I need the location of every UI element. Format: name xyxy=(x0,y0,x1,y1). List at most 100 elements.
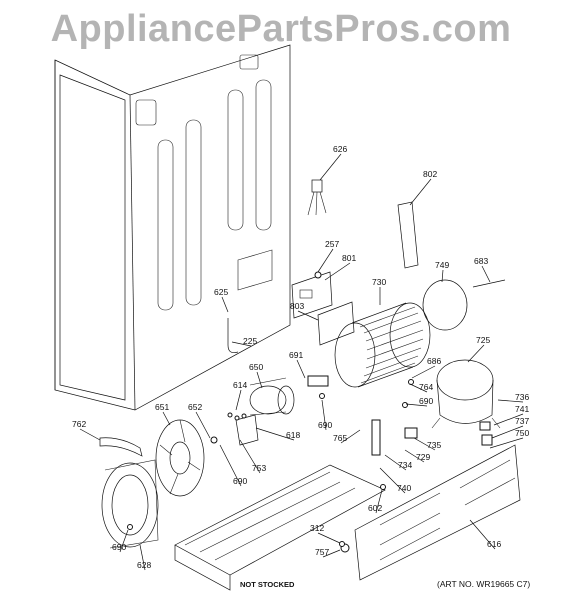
not-stocked-caption: NOT STOCKED xyxy=(240,580,295,589)
part-callout-683: 683 xyxy=(474,256,488,266)
part-callout-801: 801 xyxy=(342,253,356,263)
part-callout-725: 725 xyxy=(476,335,490,345)
fan-shroud xyxy=(101,459,159,549)
leader-line-729 xyxy=(404,449,425,463)
leader-line-741 xyxy=(493,413,524,426)
part-callout-690c: 690 xyxy=(233,476,247,486)
part-callout-628: 628 xyxy=(137,560,151,570)
part-callout-650: 650 xyxy=(249,362,263,372)
leader-line-652 xyxy=(195,411,211,439)
part-callout-257: 257 xyxy=(325,239,339,249)
leader-line-225 xyxy=(231,341,252,347)
hose xyxy=(99,437,143,457)
leader-line-750 xyxy=(489,437,524,449)
wire-harness xyxy=(397,201,419,269)
fan-blade xyxy=(155,419,205,497)
leader-line-734 xyxy=(384,454,407,471)
part-callout-740: 740 xyxy=(397,483,411,493)
part-callout-736: 736 xyxy=(515,392,529,402)
leader-line-690a xyxy=(405,403,428,407)
part-callout-625: 625 xyxy=(214,287,228,297)
leader-line-690b xyxy=(321,399,327,431)
leader-line-691 xyxy=(296,359,306,379)
machine-compartment-base xyxy=(174,464,386,591)
part-callout-734: 734 xyxy=(398,460,412,470)
condenser-coil xyxy=(334,302,431,388)
part-callout-602: 602 xyxy=(368,503,382,513)
part-callout-802: 802 xyxy=(423,169,437,179)
leader-line-735 xyxy=(413,437,436,451)
compressor-cover-disc xyxy=(422,279,468,331)
condenser-fan-motor xyxy=(249,377,295,416)
leader-line-650 xyxy=(256,371,263,389)
leader-line-740 xyxy=(379,467,406,494)
drain-tube xyxy=(227,318,239,354)
leader-line-626 xyxy=(319,153,342,181)
part-callout-729: 729 xyxy=(416,452,430,462)
part-callout-614: 614 xyxy=(233,380,247,390)
leader-line-690c xyxy=(219,444,242,487)
part-callout-225: 225 xyxy=(243,336,257,346)
callout-leaders xyxy=(79,153,524,571)
part-callout-652: 652 xyxy=(188,402,202,412)
part-callout-690d: 690 xyxy=(112,542,126,552)
condenser-grille xyxy=(354,444,521,581)
leader-line-616 xyxy=(469,519,496,550)
part-callout-690a: 690 xyxy=(419,396,433,406)
leader-line-312 xyxy=(317,532,341,544)
leader-line-762 xyxy=(79,428,101,441)
small-hardware xyxy=(127,271,506,553)
leader-line-765 xyxy=(340,429,361,444)
compressor xyxy=(431,359,501,429)
leader-line-736 xyxy=(497,399,524,403)
leader-line-753 xyxy=(239,439,261,474)
watermark: AppliancePartsPros.com xyxy=(50,8,512,50)
part-callout-764: 764 xyxy=(419,382,433,392)
leader-line-757 xyxy=(322,549,341,558)
leader-line-690d xyxy=(119,529,129,553)
part-callout-753: 753 xyxy=(252,463,266,473)
leader-line-618 xyxy=(255,427,295,441)
cabinet-panel-ribs xyxy=(157,79,273,311)
art-number-caption: (ART NO. WR19665 C7) xyxy=(437,579,530,589)
leader-line-602 xyxy=(375,489,383,514)
part-callout-626: 626 xyxy=(333,144,347,154)
part-callout-690b: 690 xyxy=(318,420,332,430)
leader-line-802 xyxy=(409,178,432,206)
leader-line-628 xyxy=(139,544,146,571)
leader-line-725 xyxy=(467,344,485,363)
part-callout-312: 312 xyxy=(310,523,324,533)
part-callout-651: 651 xyxy=(155,402,169,412)
part-callout-616: 616 xyxy=(487,539,501,549)
part-callout-749: 749 xyxy=(435,260,449,270)
part-callout-750: 750 xyxy=(515,428,529,438)
thermistor xyxy=(307,179,327,216)
leader-line-683 xyxy=(481,265,491,283)
leader-line-749 xyxy=(441,269,444,283)
leader-line-614 xyxy=(235,389,242,411)
leader-line-651 xyxy=(162,411,171,426)
leader-line-803 xyxy=(297,310,319,321)
part-callout-803: 803 xyxy=(290,301,304,311)
leader-line-801 xyxy=(324,262,351,281)
part-callout-618: 618 xyxy=(286,430,300,440)
part-callout-762: 762 xyxy=(72,419,86,429)
part-callout-691: 691 xyxy=(289,350,303,360)
leader-line-737 xyxy=(491,425,524,439)
part-callout-765: 765 xyxy=(333,433,347,443)
leader-line-257 xyxy=(317,248,334,273)
part-callout-735: 735 xyxy=(427,440,441,450)
part-callout-730: 730 xyxy=(372,277,386,287)
part-callout-686: 686 xyxy=(427,356,441,366)
part-callout-757: 757 xyxy=(315,547,329,557)
leader-line-625 xyxy=(221,296,229,313)
part-callout-741: 741 xyxy=(515,404,529,414)
leader-line-686 xyxy=(411,365,436,379)
leader-line-764 xyxy=(409,383,428,393)
fan-bracket xyxy=(235,414,259,446)
part-callout-737: 737 xyxy=(515,416,529,426)
board-cover xyxy=(317,301,355,346)
